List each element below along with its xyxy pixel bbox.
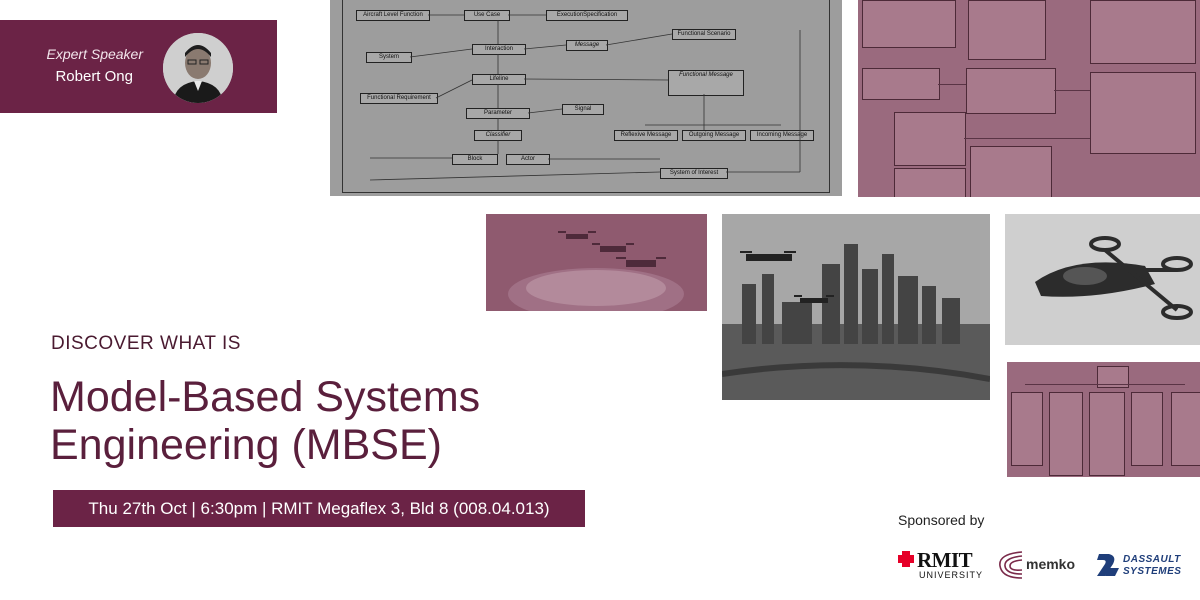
- uml-box: Lifeline: [472, 74, 526, 85]
- requirement-box: [894, 168, 966, 197]
- dassault-systemes-logo: DASSAULT SYSTEMES: [1095, 550, 1187, 580]
- requirement-box: [1097, 366, 1129, 388]
- uml-connector-lines: [369, 14, 801, 181]
- requirement-box: [1171, 392, 1200, 466]
- uml-box: Outgoing Message: [682, 130, 746, 141]
- headline-kicker: DISCOVER WHAT IS: [51, 333, 241, 354]
- uml-box: ExecutionSpecification: [546, 10, 628, 21]
- title-line: Engineering (MBSE): [50, 421, 442, 469]
- uml-box: Message: [566, 40, 608, 51]
- uml-box: Block: [452, 154, 498, 165]
- speaker-role: Expert Speaker: [46, 46, 144, 62]
- person-icon: [163, 33, 233, 103]
- requirement-box: [862, 68, 940, 100]
- speaker-name: Robert Ong: [55, 68, 133, 85]
- page-title: Model-Based Systems Engineering (MBSE): [50, 373, 480, 469]
- uml-box: System of Interest: [660, 168, 728, 179]
- uml-box: Functional Requirement: [360, 93, 438, 104]
- requirement-box: [1090, 72, 1196, 154]
- drone-landing-image: [486, 214, 707, 311]
- uml-box: System: [366, 52, 412, 63]
- ds-wordmark-line2: SYSTEMES: [1123, 566, 1182, 577]
- speaker-avatar: [163, 33, 233, 103]
- uml-box: Incoming Message: [750, 130, 814, 141]
- requirement-box: [1011, 392, 1043, 466]
- memko-wordmark: memko: [1026, 556, 1076, 572]
- event-details-bar: Thu 27th Oct | 6:30pm | RMIT Megaflex 3,…: [53, 490, 585, 527]
- uml-box: Signal: [562, 104, 604, 115]
- requirement-box: [970, 146, 1052, 197]
- uml-box: Interaction: [472, 44, 526, 55]
- requirement-box: [1089, 392, 1125, 476]
- title-line: Model-Based Systems: [50, 373, 481, 421]
- city-skyline-image: [722, 214, 990, 400]
- uml-box: Use Case: [464, 10, 510, 21]
- ds-wordmark-line1: DASSAULT: [1123, 554, 1181, 565]
- requirement-box: [1090, 0, 1196, 64]
- memko-swirl-icon: [999, 551, 1023, 579]
- sponsored-by-label: Sponsored by: [898, 512, 985, 528]
- speaker-card: Expert Speaker Robert Ong: [0, 20, 277, 113]
- vtol-aircraft-image: [1005, 214, 1200, 345]
- uml-diagram-image: Aircraft Level Function Use Case Executi…: [330, 0, 842, 196]
- requirement-box: [968, 0, 1046, 60]
- rmit-subtitle: UNIVERSITY: [919, 570, 984, 580]
- requirement-box: [1049, 392, 1083, 476]
- rmit-wordmark: RMIT: [917, 548, 973, 572]
- requirement-box: [1131, 392, 1163, 466]
- requirement-box: [966, 68, 1056, 114]
- requirements-diagram-image: [858, 0, 1200, 197]
- memko-logo: memko: [994, 548, 1082, 582]
- ds-mark-icon: [1097, 554, 1119, 576]
- rmit-pixel-icon: [898, 551, 914, 567]
- uml-box: Functional Message: [668, 70, 744, 96]
- uml-box: Reflexive Message: [614, 130, 678, 141]
- requirements-diagram-image-2: [1007, 362, 1200, 477]
- requirement-box: [894, 112, 966, 166]
- uml-box: Functional Scenario: [672, 29, 736, 40]
- rmit-logo: RMIT UNIVERSITY: [898, 548, 984, 582]
- uml-box: Actor: [506, 154, 550, 165]
- uml-box: Aircraft Level Function: [356, 10, 430, 21]
- requirement-box: [862, 0, 956, 48]
